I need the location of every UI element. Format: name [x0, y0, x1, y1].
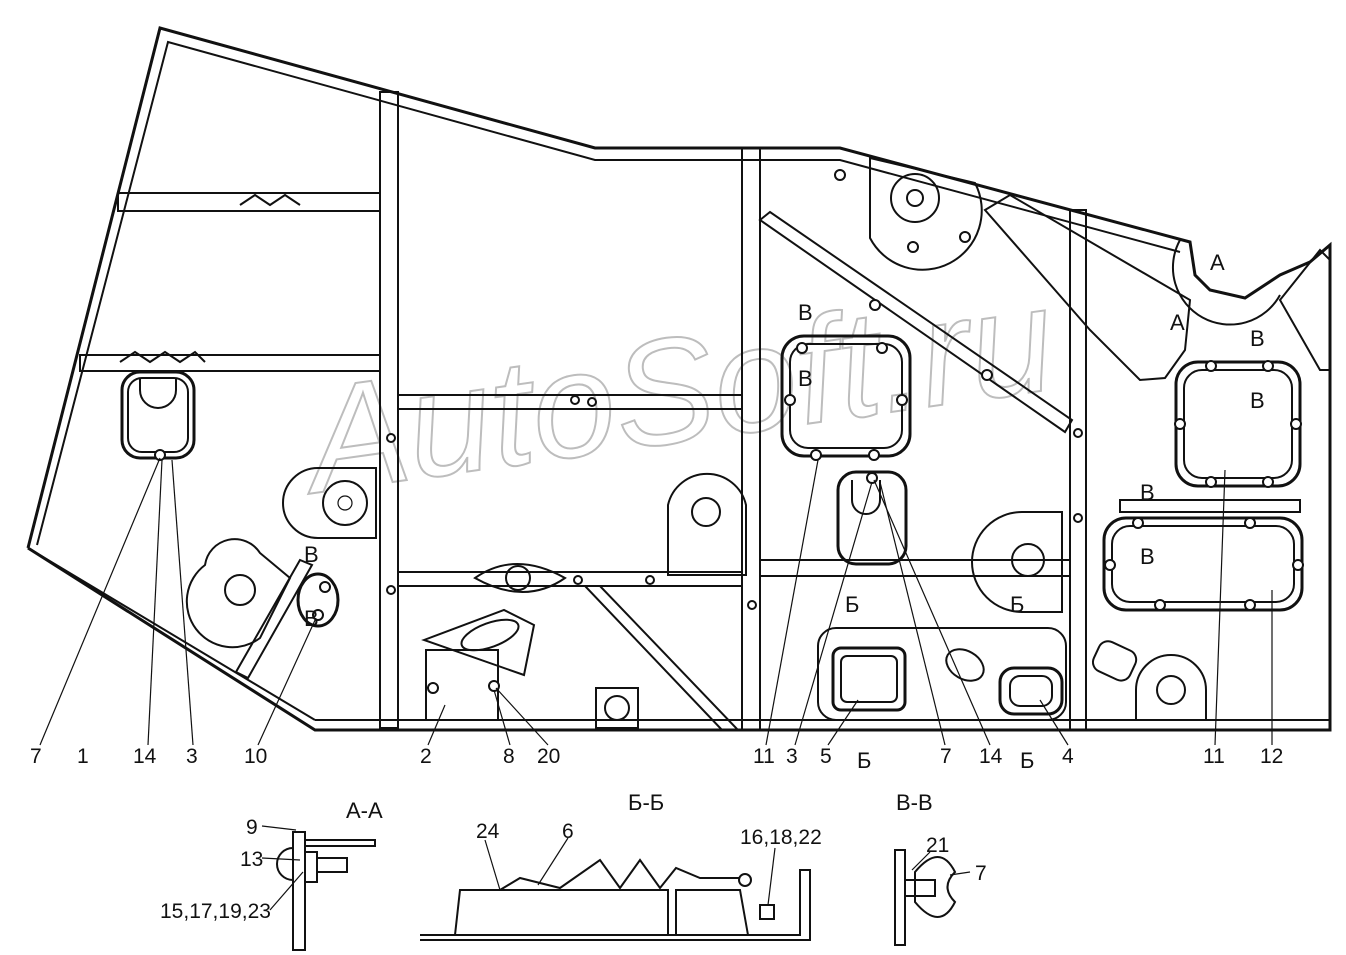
section-mark-v: В — [1140, 480, 1155, 505]
detail-callout-9: 9 — [246, 816, 258, 839]
horizontal-bars — [79, 192, 1301, 587]
section-mark-a: А — [1170, 310, 1185, 335]
callout-14: 14 — [133, 745, 157, 768]
section-mark-v: В — [1250, 326, 1265, 351]
callout-3: 3 — [186, 745, 198, 768]
section-mark-v: В — [798, 300, 813, 325]
section-mark-v: В — [1250, 388, 1265, 413]
detail-section-v-v: В-В 21 7 — [894, 790, 987, 946]
section-mark-a: А — [1210, 250, 1225, 275]
detail-callout-7: 7 — [975, 862, 987, 885]
detail-callout-16: 16,18,22 — [740, 826, 822, 849]
callout-7b: 7 — [940, 745, 952, 768]
detail-title-b-b: Б-Б — [628, 790, 664, 815]
callout-14b: 14 — [979, 745, 1003, 768]
callout-3b: 3 — [786, 745, 798, 768]
flanges — [185, 156, 1281, 729]
callout-2: 2 — [420, 745, 432, 768]
detail-section-a-a: А-А 9 13 15,17,19,23 — [160, 798, 383, 951]
detail-callout-24: 24 — [476, 820, 500, 843]
section-mark-v: В — [798, 366, 813, 391]
leader-lines — [39, 457, 1273, 746]
section-mark-b: Б — [857, 748, 871, 773]
diagonal-braces — [234, 193, 1331, 731]
callout-10: 10 — [244, 745, 267, 768]
section-mark-b: Б — [845, 592, 859, 617]
section-mark-v: В — [304, 606, 319, 631]
section-marks: А А Б Б Б Б В В В В В В В В — [304, 250, 1265, 773]
callout-11: 11 — [753, 745, 775, 768]
callout-4: 4 — [1062, 745, 1074, 768]
detail-title-a-a: А-А — [346, 798, 383, 823]
callout-8: 8 — [503, 745, 515, 768]
callout-11b: 11 — [1203, 745, 1225, 768]
detail-section-b-b: Б-Б 24 6 16,18,22 — [420, 790, 822, 941]
section-mark-b: Б — [1010, 592, 1024, 617]
section-mark-b: Б — [1020, 748, 1034, 773]
callout-7: 7 — [30, 745, 42, 768]
detail-callout-15: 15,17,19,23 — [160, 900, 271, 923]
detail-callout-6: 6 — [562, 820, 574, 843]
detail-title-v-v: В-В — [896, 790, 933, 815]
detail-callout-13: 13 — [240, 848, 263, 871]
callout-5: 5 — [820, 745, 832, 768]
section-mark-v: В — [304, 542, 319, 567]
callout-12: 12 — [1260, 745, 1283, 768]
bolts — [154, 169, 1304, 694]
section-mark-v: В — [1140, 544, 1155, 569]
detail-callout-21: 21 — [926, 834, 949, 857]
callout-20: 20 — [537, 745, 560, 768]
callout-1: 1 — [77, 745, 89, 768]
watermark: AutoSoft.ru — [289, 254, 1063, 526]
callout-numbers: 7 1 14 3 10 2 8 20 11 3 5 7 14 4 11 12 — [30, 745, 1283, 768]
